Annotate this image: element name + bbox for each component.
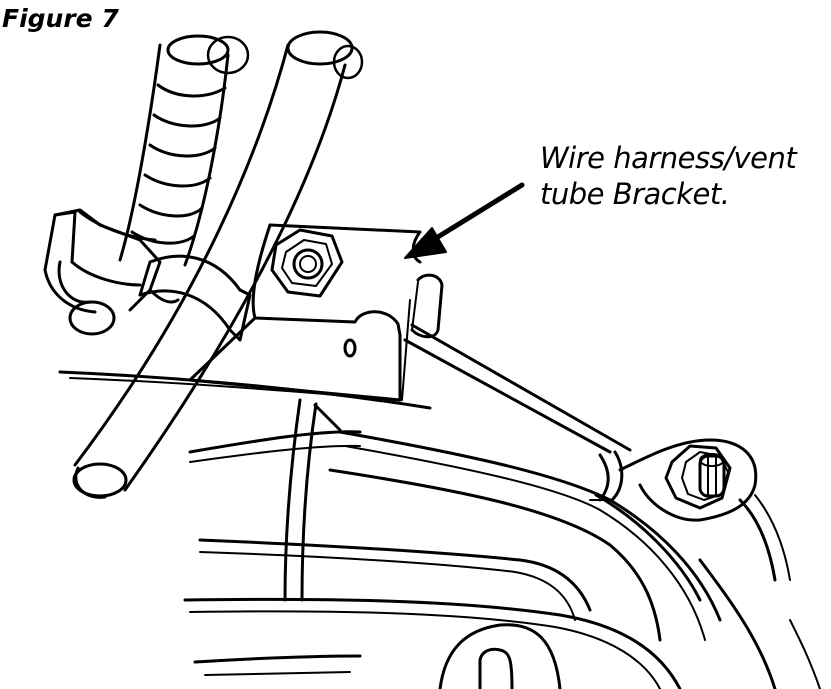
callout-line-2: tube Bracket. <box>540 177 730 211</box>
right-mount <box>618 438 758 522</box>
figure-title: Figure 7 <box>2 4 119 33</box>
vent-tube <box>403 323 632 502</box>
vent-tube-long <box>72 30 364 499</box>
harness-clamp <box>43 208 180 314</box>
callout-line-1: Wire harness/vent <box>540 141 797 175</box>
callout-arrow <box>404 182 525 259</box>
housing-outline <box>58 370 821 689</box>
callout-label: Wire harness/vent tube Bracket. <box>540 140 830 212</box>
bracket-nut <box>270 228 344 298</box>
wire-harness-coiled <box>57 34 250 336</box>
